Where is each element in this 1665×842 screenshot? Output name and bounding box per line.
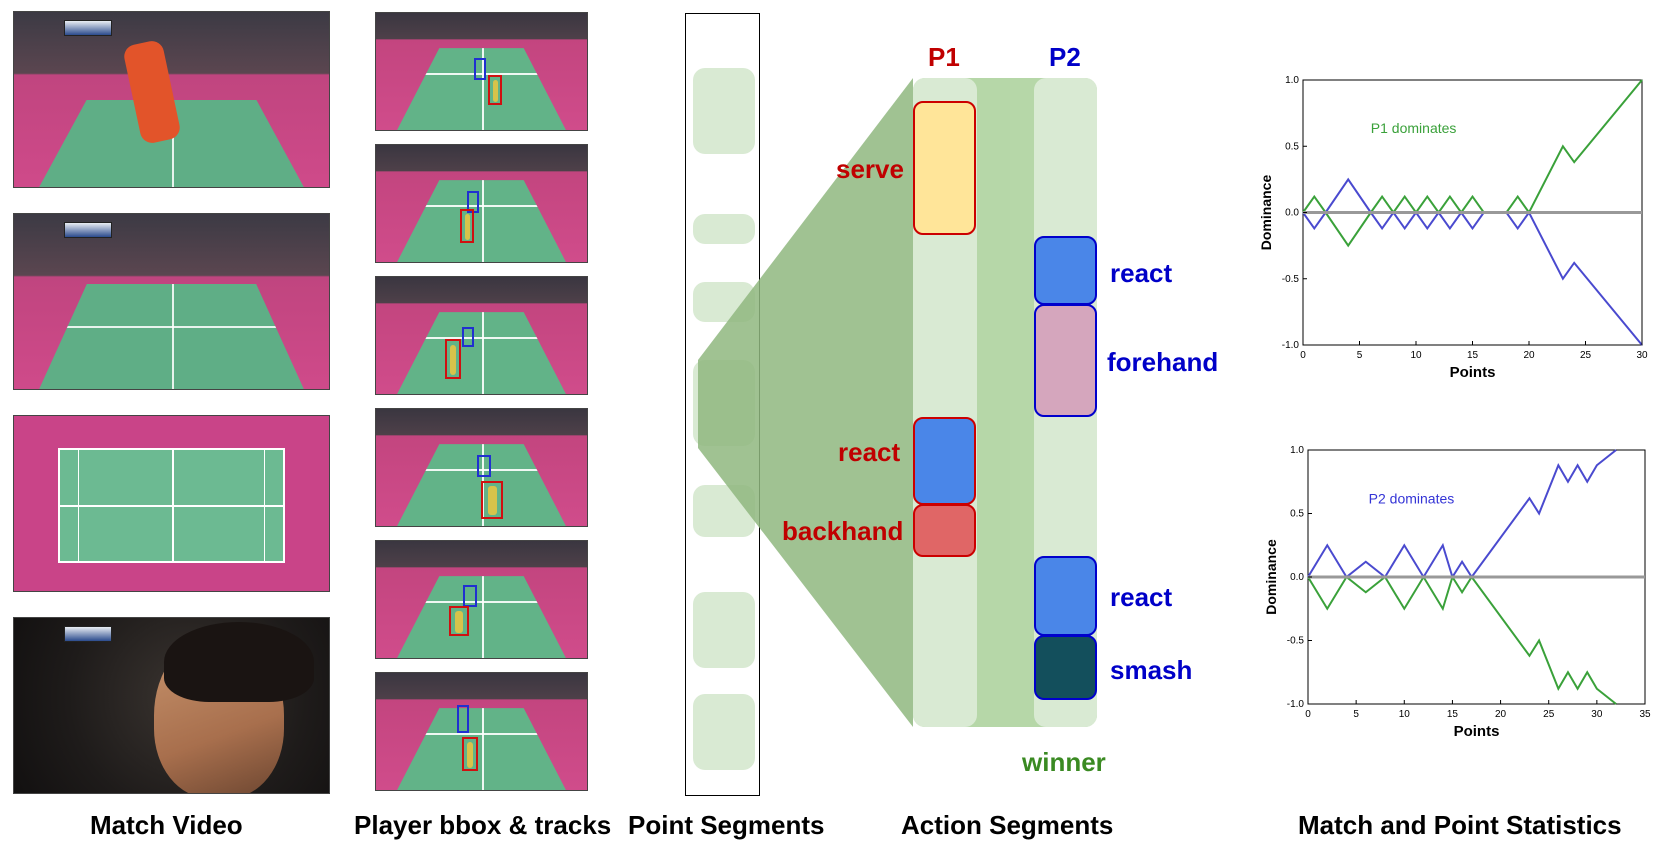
p2-bbox xyxy=(457,705,469,733)
backhand-segment xyxy=(913,504,976,557)
y-axis-label: Dominance xyxy=(1258,175,1274,251)
match-video-frame-1 xyxy=(13,11,330,188)
x-tick-label: 15 xyxy=(1447,709,1459,720)
p2-bbox xyxy=(463,585,477,607)
x-tick-label: 30 xyxy=(1636,350,1648,361)
p1-header: P1 xyxy=(928,42,960,72)
x-tick-label: 20 xyxy=(1523,350,1535,361)
caption-action-segments: Action Segments xyxy=(901,810,1114,840)
y-tick-label: 0.5 xyxy=(1290,509,1304,520)
p2-header: P2 xyxy=(1049,42,1081,72)
y-tick-label: 1.0 xyxy=(1285,75,1299,86)
chart-annotation: P2 dominates xyxy=(1369,490,1455,506)
y-tick-label: 0.5 xyxy=(1285,141,1299,152)
y-tick-label: -1.0 xyxy=(1287,699,1305,710)
track-frame-5 xyxy=(375,540,588,659)
y-tick-label: 0.0 xyxy=(1285,208,1299,219)
p2-react-segment-1 xyxy=(1034,236,1097,305)
point-segment xyxy=(693,694,755,770)
label-p1-react: react xyxy=(838,437,901,467)
p2-bbox xyxy=(462,327,474,347)
p2-bbox xyxy=(477,455,491,477)
p2-react-segment-2 xyxy=(1034,556,1097,636)
caption-point-segments: Point Segments xyxy=(628,810,825,840)
scoreboard xyxy=(64,20,112,36)
p1-bbox xyxy=(488,75,502,105)
track-frame-2 xyxy=(375,144,588,263)
x-tick-label: 5 xyxy=(1353,709,1359,720)
series-line-0 xyxy=(1307,449,1617,580)
caption-player-tracks: Player bbox & tracks xyxy=(354,810,612,840)
y-tick-label: 0.0 xyxy=(1290,572,1304,583)
x-tick-label: 30 xyxy=(1591,709,1603,720)
x-tick-label: 0 xyxy=(1305,709,1311,720)
p1-bbox xyxy=(460,209,474,243)
track-frame-6 xyxy=(375,672,588,791)
x-tick-label: 0 xyxy=(1300,350,1306,361)
series-line-1 xyxy=(1307,574,1617,705)
label-serve: serve xyxy=(836,154,904,184)
x-tick-label: 20 xyxy=(1495,709,1507,720)
point-segment xyxy=(693,68,755,154)
scoreboard xyxy=(64,222,112,238)
label-smash: smash xyxy=(1110,655,1193,685)
p1-bbox xyxy=(462,737,478,771)
caption-match-video: Match Video xyxy=(90,810,243,840)
forehand-segment xyxy=(1034,304,1097,417)
p1-bbox xyxy=(481,481,503,519)
x-tick-label: 10 xyxy=(1410,350,1422,361)
label-winner: winner xyxy=(1022,747,1106,777)
x-tick-label: 5 xyxy=(1357,350,1363,361)
y-tick-label: -1.0 xyxy=(1282,340,1300,351)
point-segment xyxy=(693,214,755,244)
match-video-frame-4 xyxy=(13,617,330,794)
scoreboard xyxy=(64,626,112,642)
label-forehand: forehand xyxy=(1107,347,1219,377)
x-axis-label: Points xyxy=(1450,364,1496,381)
x-tick-label: 35 xyxy=(1639,709,1651,720)
x-axis-label: Points xyxy=(1454,723,1500,740)
match-video-frame-2 xyxy=(13,213,330,390)
y-axis-label: Dominance xyxy=(1263,539,1279,615)
caption-statistics: Match and Point Statistics xyxy=(1298,810,1622,840)
y-tick-label: -0.5 xyxy=(1282,274,1300,285)
track-frame-4 xyxy=(375,408,588,527)
x-tick-label: 10 xyxy=(1399,709,1411,720)
label-p2-react-1: react xyxy=(1110,258,1173,288)
match-video-frame-3 xyxy=(13,415,330,592)
y-tick-label: 1.0 xyxy=(1290,445,1304,456)
x-tick-label: 25 xyxy=(1543,709,1555,720)
p1-react-segment xyxy=(913,417,976,505)
point-segment xyxy=(693,592,755,668)
p1-bbox xyxy=(445,339,461,379)
track-frame-1 xyxy=(375,12,588,131)
label-backhand: backhand xyxy=(782,516,904,546)
x-tick-label: 15 xyxy=(1467,350,1479,361)
serve-segment xyxy=(913,101,976,235)
y-tick-label: -0.5 xyxy=(1287,636,1305,647)
chart-annotation: P1 dominates xyxy=(1371,120,1457,136)
x-tick-label: 25 xyxy=(1580,350,1592,361)
p1-bbox xyxy=(449,606,469,636)
smash-segment xyxy=(1034,635,1097,700)
track-frame-3 xyxy=(375,276,588,395)
label-p2-react-2: react xyxy=(1110,582,1173,612)
p2-bbox xyxy=(474,58,486,80)
